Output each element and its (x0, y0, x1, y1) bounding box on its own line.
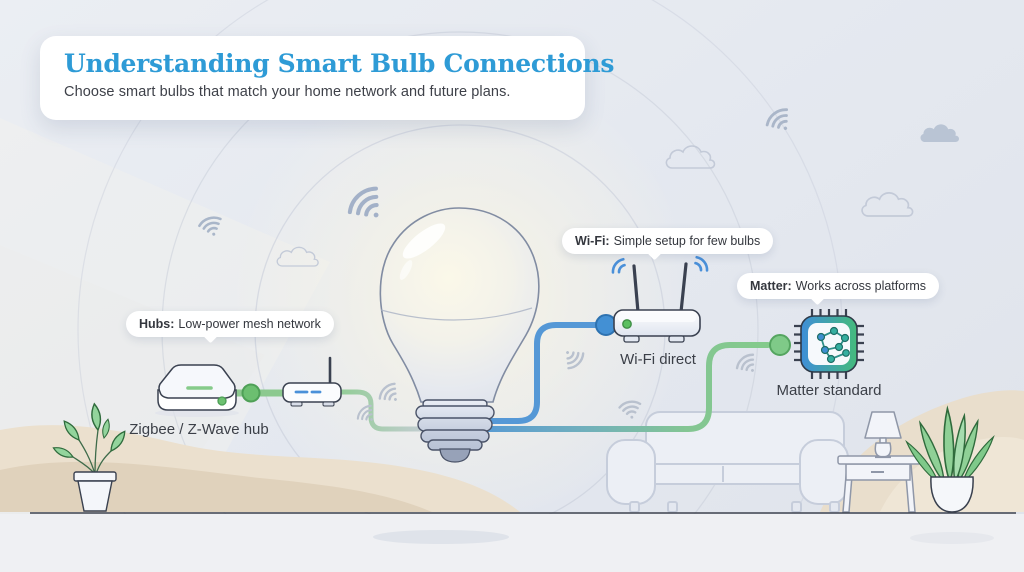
wifi-callout-label: Wi-Fi: (575, 234, 610, 248)
hub-device-label: Zigbee / Z-Wave hub (129, 421, 269, 438)
floor (0, 514, 1024, 572)
hub-callout-label: Hubs: (139, 317, 175, 331)
wifi-callout: Wi-Fi: Simple setup for few bulbs (562, 228, 774, 254)
cloud-icon (920, 124, 959, 142)
wifi-connection-line (462, 314, 617, 424)
cloud-icon (861, 192, 914, 217)
couch-illustration (606, 411, 849, 513)
table-lamp-illustration (864, 411, 902, 459)
potted-plant-left (51, 402, 129, 512)
matter-chip-icon (794, 309, 864, 379)
mini-router-icon (282, 356, 342, 407)
matter-connection-line (462, 334, 791, 432)
page-subtitle: Choose smart bulbs that match your home … (64, 84, 511, 100)
matter-callout-label: Matter: (750, 279, 792, 293)
page-title: Understanding Smart Bulb Connections (64, 49, 615, 78)
title-card: Understanding Smart Bulb Connections Cho… (40, 36, 615, 120)
hub-callout: Hubs: Low-power mesh network (126, 311, 334, 337)
matter-callout: Matter: Works across platforms (737, 273, 940, 299)
zigbee-hub-icon (155, 364, 239, 417)
side-table-illustration (837, 455, 921, 513)
wifi-callout-text: Simple setup for few bulbs (613, 234, 761, 248)
matter-callout-text: Works across platforms (795, 279, 927, 293)
potted-plant-right (903, 407, 997, 513)
hub-callout-text: Low-power mesh network (178, 317, 321, 331)
smart-bulb-icon (379, 207, 540, 463)
wifi-signal-icon (691, 254, 711, 275)
matter-device-label: Matter standard (776, 382, 882, 399)
wifi-router-icon (609, 254, 711, 343)
wifi-device-label: Wi-Fi direct (620, 351, 696, 368)
